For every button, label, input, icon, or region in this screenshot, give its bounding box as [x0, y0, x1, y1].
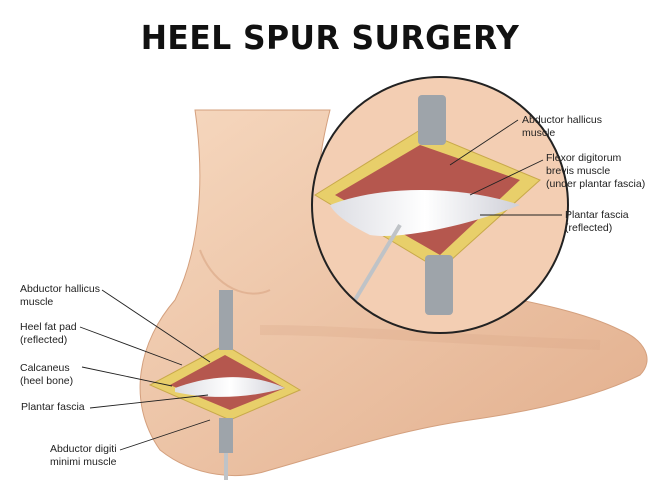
label-line: muscle [20, 296, 54, 308]
page-title: HEEL SPUR SURGERY [140, 18, 520, 57]
label-line: Calcaneus [20, 362, 70, 374]
label-line: (reflected) [20, 334, 68, 346]
label-line: Flexor digitorum [546, 152, 622, 164]
label-line: minimi muscle [50, 456, 117, 468]
label-line: Plantar fascia [21, 401, 85, 413]
label-line: Abductor hallicus [522, 114, 602, 126]
inset-label-plantar-fascia: Plantar fascia(reflected) [565, 209, 629, 235]
label-line: Plantar fascia [565, 209, 629, 221]
label-line: Abductor digiti [50, 443, 117, 455]
label-heel-fat-pad: Heel fat pad(reflected) [20, 321, 77, 347]
label-line: (heel bone) [20, 375, 74, 387]
label-line: brevis muscle [546, 165, 611, 177]
label-line: Heel fat pad [20, 321, 77, 333]
label-line: Abductor hallicus [20, 283, 100, 295]
main-incision [148, 290, 302, 480]
label-line: (under plantar fascia) [546, 178, 646, 190]
inset-magnification [311, 76, 569, 334]
label-calcaneus: Calcaneus(heel bone) [20, 362, 73, 388]
label-line: (reflected) [565, 222, 613, 234]
label-line: muscle [522, 127, 556, 139]
label-plantar-fascia: Plantar fascia [21, 401, 85, 414]
leader-lines [79, 119, 562, 451]
